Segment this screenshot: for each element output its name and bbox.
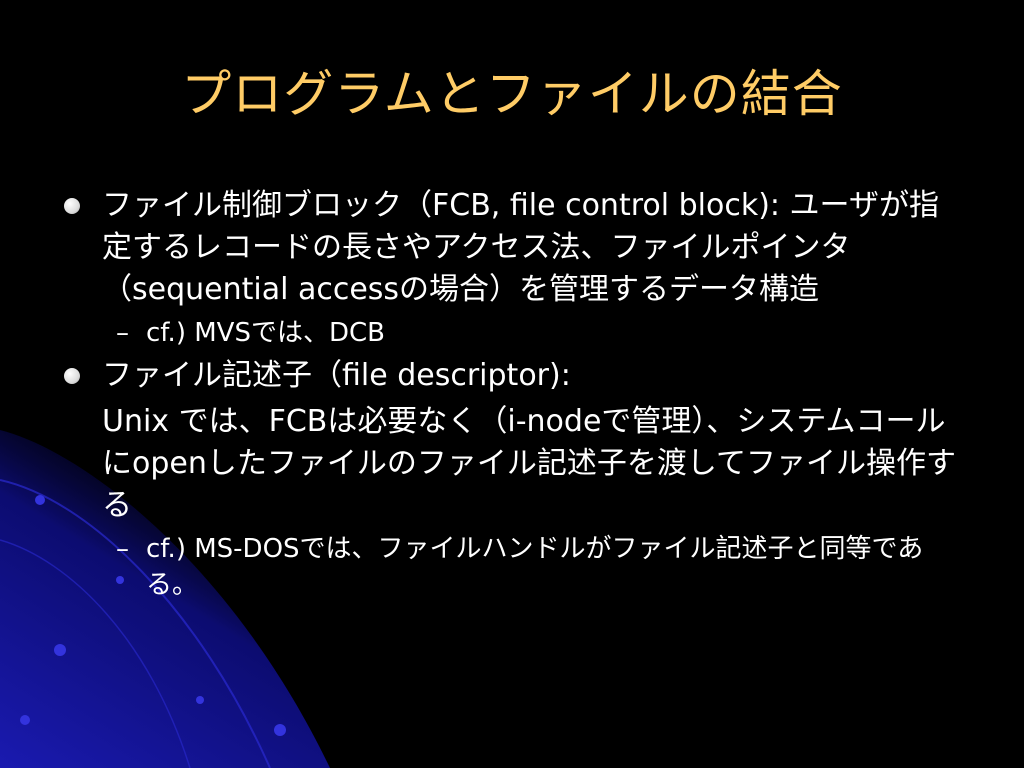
dash-marker: – [116,318,129,348]
bullet-icon [64,198,80,214]
bullet-text: ファイル記述子（file descriptor): [102,358,571,393]
sub-item-text: cf.) MS-DOSでは、ファイルハンドルがファイル記述子と同等である。 [146,534,924,600]
bullet-item-fd: ファイル記述子（file descriptor): [60,355,960,397]
sub-item-mvs: – cf.) MVSでは、DCB [60,315,960,351]
bullet-item-fcb: ファイル制御ブロック（FCB, file control block): ユーザ… [60,185,960,311]
bullet-text: ファイル制御ブロック（FCB, file control block): ユーザ… [102,188,939,307]
slide-title: プログラムとファイルの結合 [181,65,843,123]
bullet-icon [64,368,80,384]
sub-item-msdos: – cf.) MS-DOSでは、ファイルハンドルがファイル記述子と同等である。 [60,531,960,603]
dash-marker: – [116,534,129,564]
slide-body: ファイル制御ブロック（FCB, file control block): ユーザ… [60,185,960,603]
continuation-paragraph: Unix では、FCBは必要なく（i-nodeで管理）、システムコールにopen… [102,404,956,523]
sub-item-text: cf.) MVSでは、DCB [146,318,385,348]
